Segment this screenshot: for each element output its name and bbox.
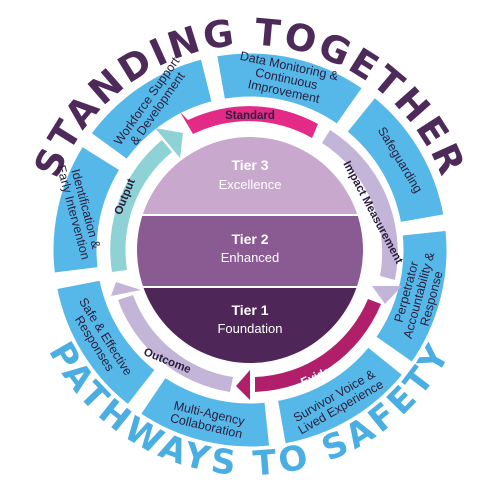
impact-arrow-head (372, 286, 402, 304)
segment-block (274, 344, 406, 447)
segment-block (88, 56, 215, 163)
impact-measurement-arc (322, 130, 398, 280)
segment-block (344, 94, 447, 226)
tier-2-band (137, 216, 363, 286)
output-arrow-head (155, 128, 183, 158)
segment-block (373, 227, 450, 366)
tier-2-subtitle: Enhanced (221, 250, 280, 265)
segment-block (137, 374, 273, 450)
outcome-arrow-head (111, 282, 141, 296)
tier-3-subtitle: Excellence (219, 177, 282, 192)
segment-block (50, 143, 123, 276)
segment-block (214, 50, 366, 127)
tier-3-title: Tier 3 (231, 157, 268, 173)
evidence-arc (255, 299, 381, 392)
standard-arc (180, 106, 318, 138)
ring-label-standard: Standard (225, 110, 275, 122)
tier-1-subtitle: Foundation (217, 321, 282, 336)
process-ring (110, 106, 402, 400)
tier-2-title: Tier 2 (231, 231, 268, 247)
segment-block (54, 277, 158, 408)
outer-segment-ring: Leadership &GovernanceData Monitoring &C… (50, 49, 450, 450)
outcome-arc (118, 295, 233, 392)
output-arc (110, 140, 172, 272)
evidence-arrow-head (236, 370, 250, 400)
tier-1-title: Tier 1 (231, 302, 268, 318)
